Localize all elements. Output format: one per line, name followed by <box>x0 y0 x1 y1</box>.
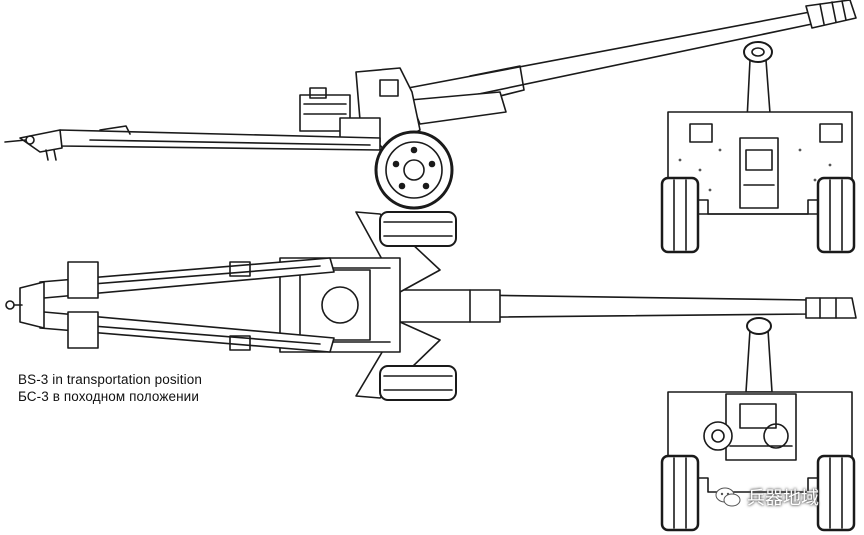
top-wheel-upper <box>379 211 457 247</box>
top-barrel <box>399 289 857 323</box>
rear-view <box>660 317 856 532</box>
top-wheel-lower <box>379 365 457 401</box>
wechat-logo-icon <box>715 487 741 507</box>
top-towing-eye <box>5 281 45 329</box>
front-wheel-left <box>660 176 700 254</box>
watermark-text: 兵器地域 <box>747 488 819 509</box>
caption-english: BS-3 in transportation position <box>18 372 202 387</box>
top-view <box>5 211 857 401</box>
rear-wheel-left <box>660 454 700 532</box>
caption-russian: БС-3 в походном положении <box>18 389 199 404</box>
side-view <box>4 0 857 210</box>
top-shield-lower <box>355 321 441 399</box>
side-barrel <box>407 0 857 109</box>
side-wheel <box>374 130 454 210</box>
watermark: 兵器地域 <box>715 484 819 510</box>
front-wheel-right <box>816 176 856 254</box>
rear-wheel-right <box>816 454 856 532</box>
front-view <box>660 41 856 254</box>
